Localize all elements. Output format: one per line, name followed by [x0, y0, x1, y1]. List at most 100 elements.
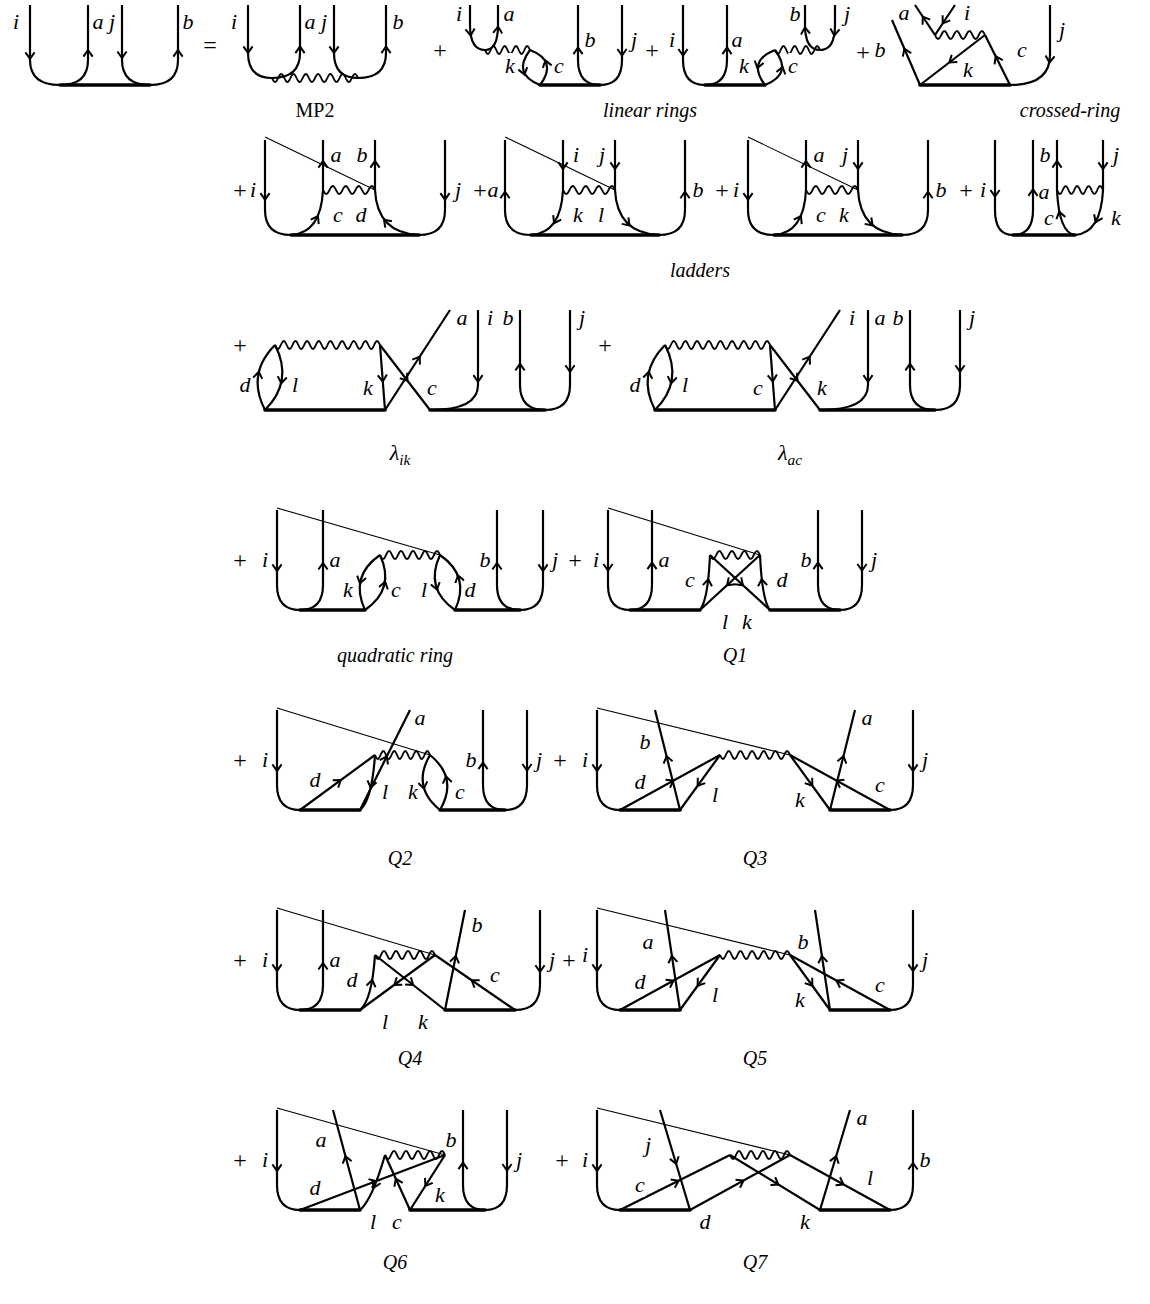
label-holder: +: [645, 38, 659, 62]
label-holder: c: [788, 55, 798, 77]
label-holder: d: [356, 204, 367, 226]
fermion-line: [1075, 190, 1103, 235]
index-label: a: [643, 929, 654, 954]
label-holder: j: [844, 3, 850, 25]
index-label: i: [262, 747, 268, 772]
line-arrow: [671, 1180, 679, 1188]
index-label: a: [857, 1105, 868, 1130]
fermion-line: [748, 140, 774, 235]
denominator-line: [608, 508, 760, 555]
amplitude-bar: [630, 608, 700, 612]
fermion-line: [758, 50, 775, 85]
operator-sign: +: [555, 1147, 569, 1173]
label-holder: j: [579, 307, 585, 329]
line-arrow: [400, 373, 408, 381]
fermion-line: [935, 310, 960, 410]
index-label: b: [893, 305, 904, 330]
label-holder: i: [964, 2, 970, 24]
label-holder: +: [555, 1148, 569, 1172]
interaction-line: [375, 951, 435, 959]
index-label: k: [343, 577, 353, 602]
fermion-line: [680, 955, 720, 1010]
label-holder: b: [893, 307, 904, 329]
fermion-line: [530, 50, 547, 85]
fermion-line: [840, 510, 862, 610]
line-arrow: [311, 216, 319, 224]
denominator-line: [277, 1108, 445, 1155]
line-arrow: [830, 28, 839, 35]
index-label: c: [554, 53, 564, 78]
fermion-line: [334, 5, 358, 78]
label-holder: d: [777, 569, 788, 591]
index-label: k: [363, 375, 373, 400]
operator-sign: +: [233, 547, 247, 573]
label-holder: a: [504, 3, 515, 25]
label-holder: d: [310, 769, 321, 791]
index-label: k: [573, 202, 583, 227]
label-holder: a: [1039, 181, 1050, 203]
line-arrow: [905, 364, 914, 371]
label-holder: λik: [390, 442, 411, 468]
line-arrow: [522, 764, 531, 771]
amplitude-bar: [291, 233, 419, 237]
interaction-line: [275, 341, 380, 349]
line-arrow: [318, 563, 327, 570]
line-arrow: [955, 365, 964, 372]
line-arrow: [801, 161, 810, 168]
denominator-line: [748, 137, 858, 190]
fermion-line: [1010, 5, 1050, 85]
label-holder: i: [582, 1149, 588, 1171]
line-arrow: [790, 373, 798, 381]
index-label: b: [585, 27, 596, 52]
line-arrow: [592, 1164, 601, 1171]
denominator-line: [505, 137, 615, 190]
line-arrow: [943, 15, 951, 23]
label-holder: i: [573, 144, 579, 166]
line-arrow: [770, 1177, 778, 1185]
fermion-line: [902, 140, 928, 235]
index-label: d: [347, 967, 358, 992]
label-holder: j: [969, 307, 975, 329]
line-arrow: [394, 1179, 402, 1187]
fermion-line: [291, 190, 323, 235]
denominator-line: [597, 1108, 790, 1155]
fermion-line: [620, 755, 720, 810]
fermion-line: [333, 1110, 360, 1210]
fermion-line: [60, 5, 88, 85]
index-label: b: [1040, 142, 1051, 167]
line-arrow: [830, 1156, 839, 1164]
line-arrow: [573, 48, 582, 55]
index-label: l: [722, 609, 728, 634]
line-arrow: [698, 978, 706, 986]
label-holder: i: [593, 549, 599, 571]
label-holder: k: [363, 377, 373, 399]
label-holder: a: [862, 707, 873, 729]
label-holder: c: [392, 1211, 402, 1233]
index-label: i: [980, 177, 986, 202]
index-label: d: [465, 577, 476, 602]
line-arrow: [379, 582, 388, 590]
fermion-line: [300, 910, 323, 1010]
line-arrow: [418, 781, 427, 788]
label-holder: b: [357, 144, 368, 166]
index-label: b: [183, 9, 194, 34]
fermion-line: [1057, 190, 1075, 235]
amplitude-bar: [60, 83, 150, 87]
fermion-line: [463, 1110, 485, 1210]
line-arrow: [492, 563, 501, 570]
fermion-line: [680, 755, 720, 810]
fermion-line: [150, 5, 178, 85]
line-arrow: [372, 1180, 381, 1188]
index-label: j: [844, 1, 850, 26]
fermion-line: [700, 555, 760, 610]
index-label: l: [867, 1165, 873, 1190]
label-holder: a: [814, 144, 825, 166]
fermion-line: [597, 710, 620, 810]
index-label: a: [330, 547, 341, 572]
label-holder: a: [732, 29, 743, 51]
line-arrow: [260, 193, 269, 200]
line-arrow: [558, 162, 567, 169]
line-arrow: [405, 977, 413, 985]
label-holder: +: [233, 1148, 247, 1172]
index-label: i: [250, 177, 256, 202]
